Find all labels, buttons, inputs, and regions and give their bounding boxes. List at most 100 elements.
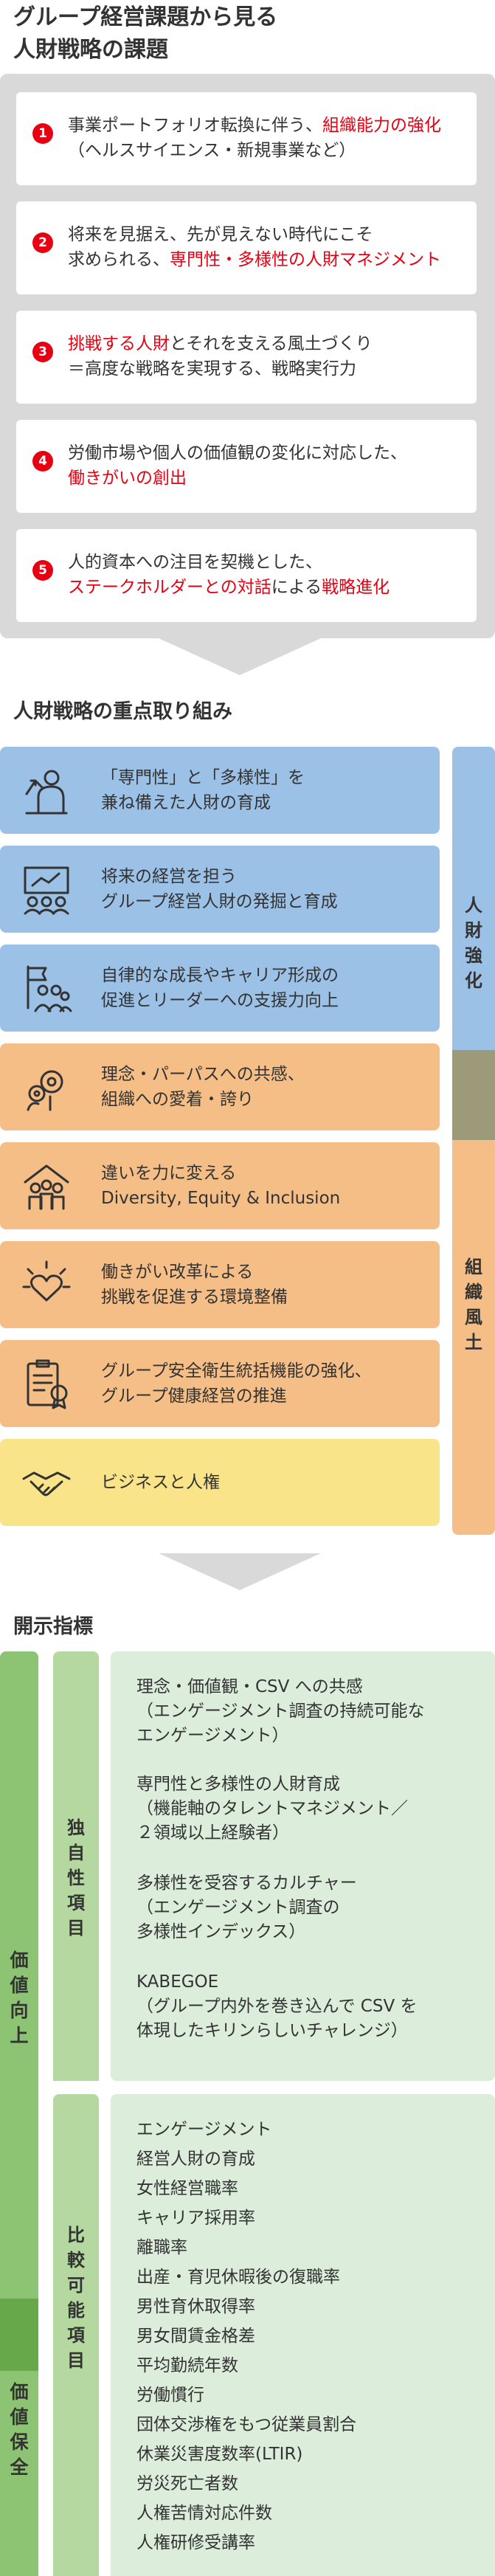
issue-card: 3 挑戦する人財とそれを支える風土づくり ＝高度な戦略を実現する、戦略実行力 <box>16 311 477 404</box>
down-arrow-2 <box>159 1553 321 1590</box>
initiative-line: 促進とリーダーへの支援力向上 <box>101 991 339 1010</box>
label-char: 値 <box>10 1975 29 1996</box>
initiative-card: 「専門性」と「多様性」を兼ね備えた人財の育成 <box>0 747 440 834</box>
initiative-text: 理念・パーパスへの共感、組織への愛着・誇り <box>101 1043 426 1130</box>
initiative-card: 理念・パーパスへの共感、組織への愛着・誇り <box>0 1043 440 1130</box>
own-item-line: 多様性を受容するカルチャー <box>136 1874 357 1893</box>
issue-number-badge: 3 <box>32 342 53 362</box>
label-char: 独 <box>67 1817 85 1838</box>
issue-card: 1 事業ポートフォリオ転換に伴う、組織能力の強化 （ヘルスサイエンス・新規事業など） <box>16 92 477 185</box>
issue-segment: 人的資本への注目を契機とした、 <box>68 553 322 572</box>
initiative-lines: グループ安全衛生統括機能の強化、グループ健康経営の推進 <box>101 1358 372 1409</box>
label-char: 較 <box>67 2250 85 2271</box>
initiative-lines: ビジネスと人権 <box>101 1470 220 1495</box>
initiative-line: 自律的な成長やキャリア形成の <box>101 966 339 985</box>
initiative-line: 働きがい改革による <box>101 1263 254 1282</box>
label-char: 向 <box>10 2000 29 2021</box>
own-item-line: （エンゲージメント調査の <box>136 1898 340 1917</box>
compare-item: 男女間賃金格差 <box>136 2327 255 2346</box>
handshake-icon <box>21 1457 72 1508</box>
label-char: 性 <box>67 1868 85 1888</box>
culture-bar <box>452 1140 495 1535</box>
issue-number-badge: 1 <box>32 123 53 144</box>
label-char: 項 <box>67 2325 85 2346</box>
initiative-line: ビジネスと人権 <box>101 1473 220 1492</box>
issue-segment: 労働市場や個人の価値観の変化に対応した、 <box>68 443 407 463</box>
label-char: 強 <box>465 945 482 966</box>
own-item-line: （グループ内外を巻き込んで CSV を <box>136 1997 418 2016</box>
initiative-text: ビジネスと人権 <box>101 1439 426 1526</box>
compare-item: 団体交渉権をもつ従業員割合 <box>136 2415 357 2434</box>
heart-spark-icon <box>21 1259 72 1311</box>
label-char: 土 <box>465 1332 482 1353</box>
label-char: 保 <box>10 2431 29 2453</box>
diverse-people-icon <box>21 1160 72 1212</box>
initiative-lines: 「専門性」と「多様性」を兼ね備えた人財の育成 <box>101 765 305 815</box>
issue-segment: 求められる、 <box>68 250 170 269</box>
issue-line: 求められる、専門性・多様性の人財マネジメント <box>68 247 466 272</box>
label-char: 値 <box>10 2406 29 2428</box>
initiative-line: 理念・パーパスへの共感、 <box>101 1065 305 1084</box>
initiative-card: グループ安全衛生統括機能の強化、グループ健康経営の推進 <box>0 1340 440 1427</box>
compare-item: 離職率 <box>136 2238 187 2257</box>
initiative-lines: 将来の経営を担うグループ経営人財の発掘と育成 <box>101 864 338 914</box>
initiative-text: 違いを力に変える Diversity, Equity & Inclusion <box>101 1142 426 1229</box>
issue-segment: ＝高度な戦略を実現する、戦略実行力 <box>68 359 356 379</box>
issue-segment: とそれを支える風土づくり <box>170 334 373 353</box>
initiative-line: 組織への愛着・誇り <box>101 1090 254 1109</box>
team-flag-icon <box>21 962 72 1014</box>
issue-card: 2 将来を見据え、先が見えない時代にこそ求められる、専門性・多様性の人財マネジメン… <box>16 201 477 294</box>
compare-category-label: 比較可能項目 <box>53 2223 99 2373</box>
compare-item: 平均勤続年数 <box>136 2356 238 2375</box>
compare-item: 労災死亡者数 <box>136 2474 238 2493</box>
own-item-line: 体現したキリンらしいチャレンジ） <box>136 2021 408 2040</box>
initiative-line: 将来の経営を担う <box>101 867 237 886</box>
issue-text: 挑戦する人財とそれを支える風土づくり ＝高度な戦略を実現する、戦略実行力 <box>68 331 466 381</box>
initiative-line: 違いを力に変える <box>101 1164 237 1183</box>
issue-card: 4 労働市場や個人の価値観の変化に対応した、働きがいの創出 <box>16 420 477 513</box>
initiative-line: 兼ね備えた人財の育成 <box>101 793 271 812</box>
talent-label: 人財強化 <box>452 893 495 993</box>
compare-item: 女性経営職率 <box>136 2179 238 2198</box>
issue-line: 事業ポートフォリオ転換に伴う、組織能力の強化 <box>68 113 466 138</box>
initiative-lines: 理念・パーパスへの共感、組織への愛着・誇り <box>101 1062 305 1112</box>
own-item-line: （エンゲージメント調査の持続可能な <box>136 1702 425 1721</box>
issue-segment: （ヘルスサイエンス・新規事業など） <box>68 141 356 160</box>
issue-segment: 将来を見据え、先が見えない時代にこそ <box>68 225 373 244</box>
label-char: 風 <box>465 1307 482 1327</box>
talent-bar <box>452 747 495 1057</box>
issue-highlight: 挑戦する人財 <box>68 334 170 353</box>
initiative-line: Diversity, Equity & Inclusion <box>101 1189 341 1208</box>
issue-text: 事業ポートフォリオ転換に伴う、組織能力の強化 （ヘルスサイエンス・新規事業など） <box>68 113 466 163</box>
compare-items-panel <box>111 2094 495 2576</box>
label-char: 化 <box>465 970 482 991</box>
compare-item: キャリア採用率 <box>136 2209 255 2228</box>
initiative-line: 「専門性」と「多様性」を <box>101 768 305 787</box>
rising-person-icon <box>21 764 72 816</box>
issue-segment: による <box>271 578 322 597</box>
page-title: グループ経営課題から見る 人財戦略の課題 <box>13 4 278 63</box>
own-items-panel <box>111 1651 495 2081</box>
overlap-bar <box>452 1050 495 1140</box>
own-item-line: 多様性インデックス） <box>136 1922 306 1941</box>
label-char: 自 <box>67 1843 85 1863</box>
label-char: 項 <box>67 1893 85 1913</box>
compare-item: 休業災害度数率(LTIR) <box>136 2445 303 2464</box>
own-item-line: ２領域以上経験者） <box>136 1823 289 1843</box>
value-keep-label: 価値保全 <box>0 2380 38 2480</box>
issue-highlight: 戦略進化 <box>322 578 390 597</box>
initiatives-heading: 人財戦略の重点取り組み <box>13 700 232 723</box>
initiative-text: グループ安全衛生統括機能の強化、グループ健康経営の推進 <box>101 1340 426 1427</box>
issue-line: 働きがいの創出 <box>68 466 466 491</box>
compare-item: 経営人財の育成 <box>136 2149 255 2169</box>
issue-number-badge: 2 <box>32 232 53 253</box>
initiative-lines: 違いを力に変える Diversity, Equity & Inclusion <box>101 1161 340 1211</box>
issue-number-badge: 4 <box>32 451 53 472</box>
initiative-card: 働きがい改革による挑戦を促進する環境整備 <box>0 1241 440 1328</box>
issue-highlight: ステークホルダーとの対話 <box>68 578 271 597</box>
compare-category-column <box>53 2094 99 2576</box>
own-item-line: 専門性と多様性の人財育成 <box>136 1775 340 1794</box>
initiative-text: 将来の経営を担うグループ経営人財の発掘と育成 <box>101 846 426 933</box>
label-char: 人 <box>465 895 482 916</box>
label-char: 価 <box>10 2381 29 2403</box>
